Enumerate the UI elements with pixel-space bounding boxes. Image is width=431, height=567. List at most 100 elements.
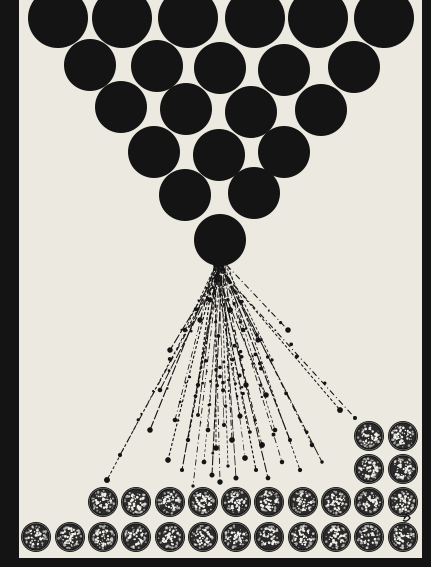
solid-sphere — [194, 214, 246, 266]
speckled-sphere — [155, 487, 185, 517]
solid-sphere — [131, 40, 183, 92]
trajectory-particle — [251, 355, 254, 358]
solid-sphere — [160, 83, 212, 135]
trajectory-line — [209, 263, 225, 301]
trajectory-particle — [205, 427, 211, 433]
solid-sphere — [225, 86, 277, 138]
trajectory-particle — [227, 307, 233, 313]
speckled-sphere — [88, 487, 118, 517]
speckled-sphere — [354, 522, 384, 552]
solid-sphere — [258, 126, 310, 178]
frame-left — [0, 0, 19, 567]
trajectory-particle — [166, 387, 169, 390]
trajectory-particle — [216, 333, 221, 338]
solid-sphere — [28, 0, 88, 48]
speckled-sphere — [354, 487, 384, 517]
speckled-sphere — [121, 487, 151, 517]
trajectory-particle — [237, 373, 242, 378]
trajectory-line — [216, 263, 269, 479]
speckled-sphere — [221, 487, 251, 517]
trajectory-particle — [233, 329, 236, 332]
trajectory-line — [106, 262, 223, 481]
trajectory-particle — [271, 432, 276, 437]
solid-sphere — [64, 39, 116, 91]
solid-sphere — [128, 126, 180, 178]
trajectory-particle — [260, 395, 263, 399]
solid-sphere — [328, 41, 380, 93]
trajectory-particle — [240, 327, 246, 333]
trajectory-particle — [309, 442, 315, 448]
trajectory-particle — [279, 459, 285, 465]
frame-bottom — [0, 558, 431, 567]
trajectory-particle — [227, 390, 230, 393]
trajectory-particle — [232, 301, 236, 306]
trajectory-particle — [239, 318, 241, 321]
trajectory-particle — [209, 379, 212, 383]
trajectory-particle — [240, 385, 244, 389]
trajectory-particle — [232, 366, 235, 369]
solid-sphere — [354, 0, 414, 48]
trajectory-particle — [232, 343, 237, 348]
speckled-sphere — [288, 522, 318, 552]
trajectory-particle — [117, 452, 123, 458]
trajectory-line — [220, 264, 323, 463]
trajectory-particle — [259, 366, 263, 371]
trajectory-particle — [172, 417, 178, 423]
trajectory-line — [184, 263, 217, 331]
trajectory-particle — [257, 361, 262, 366]
speckled-sphere — [388, 487, 418, 517]
speckled-sphere — [388, 522, 418, 552]
trajectory-particle — [270, 358, 274, 362]
trajectory-particle — [221, 380, 225, 385]
trajectory-particle — [258, 383, 262, 387]
trajectory-particle — [197, 317, 203, 323]
trajectory-particle — [157, 387, 163, 393]
trajectory-particle — [233, 290, 236, 293]
trajectory-particle — [233, 475, 239, 481]
trajectory-particle — [297, 467, 303, 473]
trajectory-line — [212, 265, 267, 396]
solid-sphere — [295, 84, 347, 136]
trajectory-line — [215, 265, 356, 419]
trajectory-particle — [226, 464, 230, 468]
trajectory-particle — [209, 472, 215, 478]
speckled-sphere — [254, 522, 284, 552]
trajectory-particle — [196, 307, 200, 311]
solid-sphere — [193, 129, 245, 181]
trajectory-particle — [223, 404, 228, 408]
trajectory-particle — [185, 437, 191, 443]
speckled-sphere — [388, 454, 418, 484]
trajectory-particle — [195, 391, 198, 394]
trajectory-particle — [217, 479, 223, 485]
trajectory-particle — [285, 327, 291, 333]
trajectory-particle — [221, 422, 227, 428]
trajectory-particle — [238, 349, 243, 354]
trajectory-particle — [265, 475, 271, 481]
trajectory-particle — [239, 299, 244, 304]
frame-right — [422, 0, 431, 567]
trajectory-particle — [221, 388, 226, 393]
speckled-sphere-rows — [21, 421, 418, 552]
trajectory-particle — [320, 460, 324, 464]
trajectory-particle — [177, 419, 180, 422]
trajectory-line — [207, 265, 221, 431]
speckled-sphere — [21, 522, 51, 552]
trajectory-particle — [147, 427, 153, 433]
trajectory-particle — [253, 467, 259, 473]
trajectory-particle — [104, 477, 110, 483]
speckled-sphere — [188, 522, 218, 552]
trajectory-particle — [242, 455, 248, 461]
trajectory-particle — [205, 286, 208, 290]
solid-sphere-pyramid — [28, 0, 414, 266]
trajectory-line — [149, 264, 217, 431]
trajectory-particle — [222, 360, 226, 364]
trajectory-particle — [203, 358, 208, 363]
trajectory-particle — [289, 342, 294, 347]
trajectory-particle — [136, 418, 140, 422]
trajectory-particle — [167, 347, 173, 353]
trajectory-particle — [184, 381, 187, 384]
trajectory-particle — [263, 392, 269, 398]
speckled-sphere — [321, 522, 351, 552]
trajectory-particle — [199, 366, 203, 369]
trajectory-particle — [235, 394, 239, 398]
